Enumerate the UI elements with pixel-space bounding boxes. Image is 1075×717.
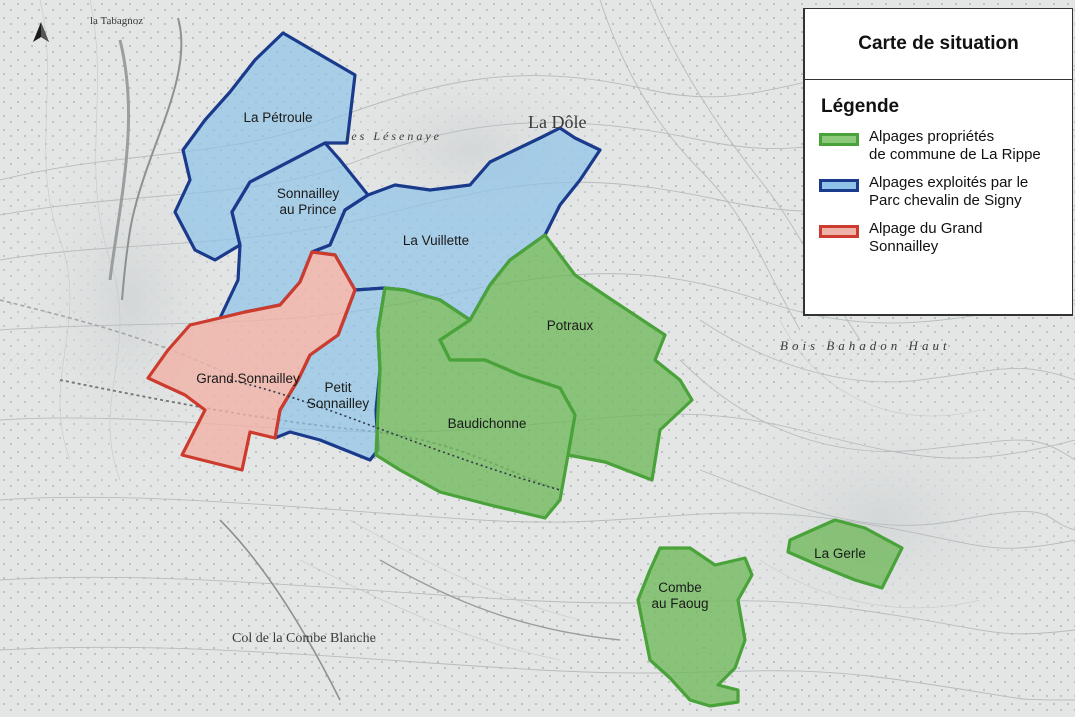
place-col-combe-blanche: Col de la Combe Blanche — [232, 631, 376, 646]
legend-line: Parc chevalin de Signy — [869, 192, 1022, 209]
legend-title: Carte de situation — [805, 9, 1072, 80]
label-potraux: Potraux — [547, 318, 594, 333]
zone-la-gerle[interactable] — [786, 518, 904, 590]
place-bois-bahadon: Bois Bahadon Haut — [780, 338, 951, 353]
zone-group-parc — [173, 31, 602, 462]
legend-line: Alpages exploités par le — [869, 174, 1029, 191]
legend-swatch-parc — [819, 179, 859, 192]
legend-text-parc: Alpages exploités par le Parc chevalin d… — [869, 174, 1028, 210]
place-names: La Dôle Col de la Combe Blanche Bois Bah… — [90, 15, 951, 646]
place-la-tabagnoz: la Tabagnoz — [90, 15, 143, 27]
label-grand-sonnailley: Grand Sonnailley — [196, 371, 300, 386]
place-la-dole: La Dôle — [528, 112, 586, 132]
legend-item-parc: Alpages exploités par le Parc chevalin d… — [819, 174, 1072, 210]
zone-baudichonne[interactable] — [374, 286, 577, 520]
label-la-gerle: La Gerle — [814, 546, 866, 561]
legend-swatch-commune — [819, 133, 859, 146]
legend-line: Alpage du Grand — [869, 220, 983, 237]
relief-shade — [660, 360, 1075, 680]
legend-item-commune: Alpages propriétés de commune de La Ripp… — [819, 128, 1072, 164]
label-baudichonne: Baudichonne — [448, 416, 527, 431]
legend-line: de commune de La Rippe — [869, 146, 1041, 163]
legend-item-grand: Alpage du Grand Sonnailley — [819, 220, 1072, 256]
legend-swatch-grand — [819, 225, 859, 238]
label-la-vuillette: La Vuillette — [403, 233, 469, 248]
zone-combe-au-faoug[interactable] — [636, 546, 754, 708]
place-les-loasenaye: les Lésenaye — [345, 129, 442, 143]
legend-line: Alpages propriétés — [869, 128, 995, 145]
zone-group-commune — [374, 233, 904, 708]
zone-la-petroule[interactable] — [173, 31, 357, 262]
label-la-petroule: La Pétroule — [243, 110, 312, 125]
legend-line: Sonnailley — [869, 238, 939, 255]
zone-grand-sonnailley[interactable] — [146, 250, 357, 472]
legend-heading: Légende — [821, 96, 900, 117]
legend-text-commune: Alpages propriétés de commune de La Ripp… — [869, 128, 1041, 164]
north-arrow-icon — [33, 22, 49, 42]
legend-panel: Carte de situation Légende Alpages propr… — [803, 8, 1073, 316]
legend-text-grand: Alpage du Grand Sonnailley — [869, 220, 982, 256]
